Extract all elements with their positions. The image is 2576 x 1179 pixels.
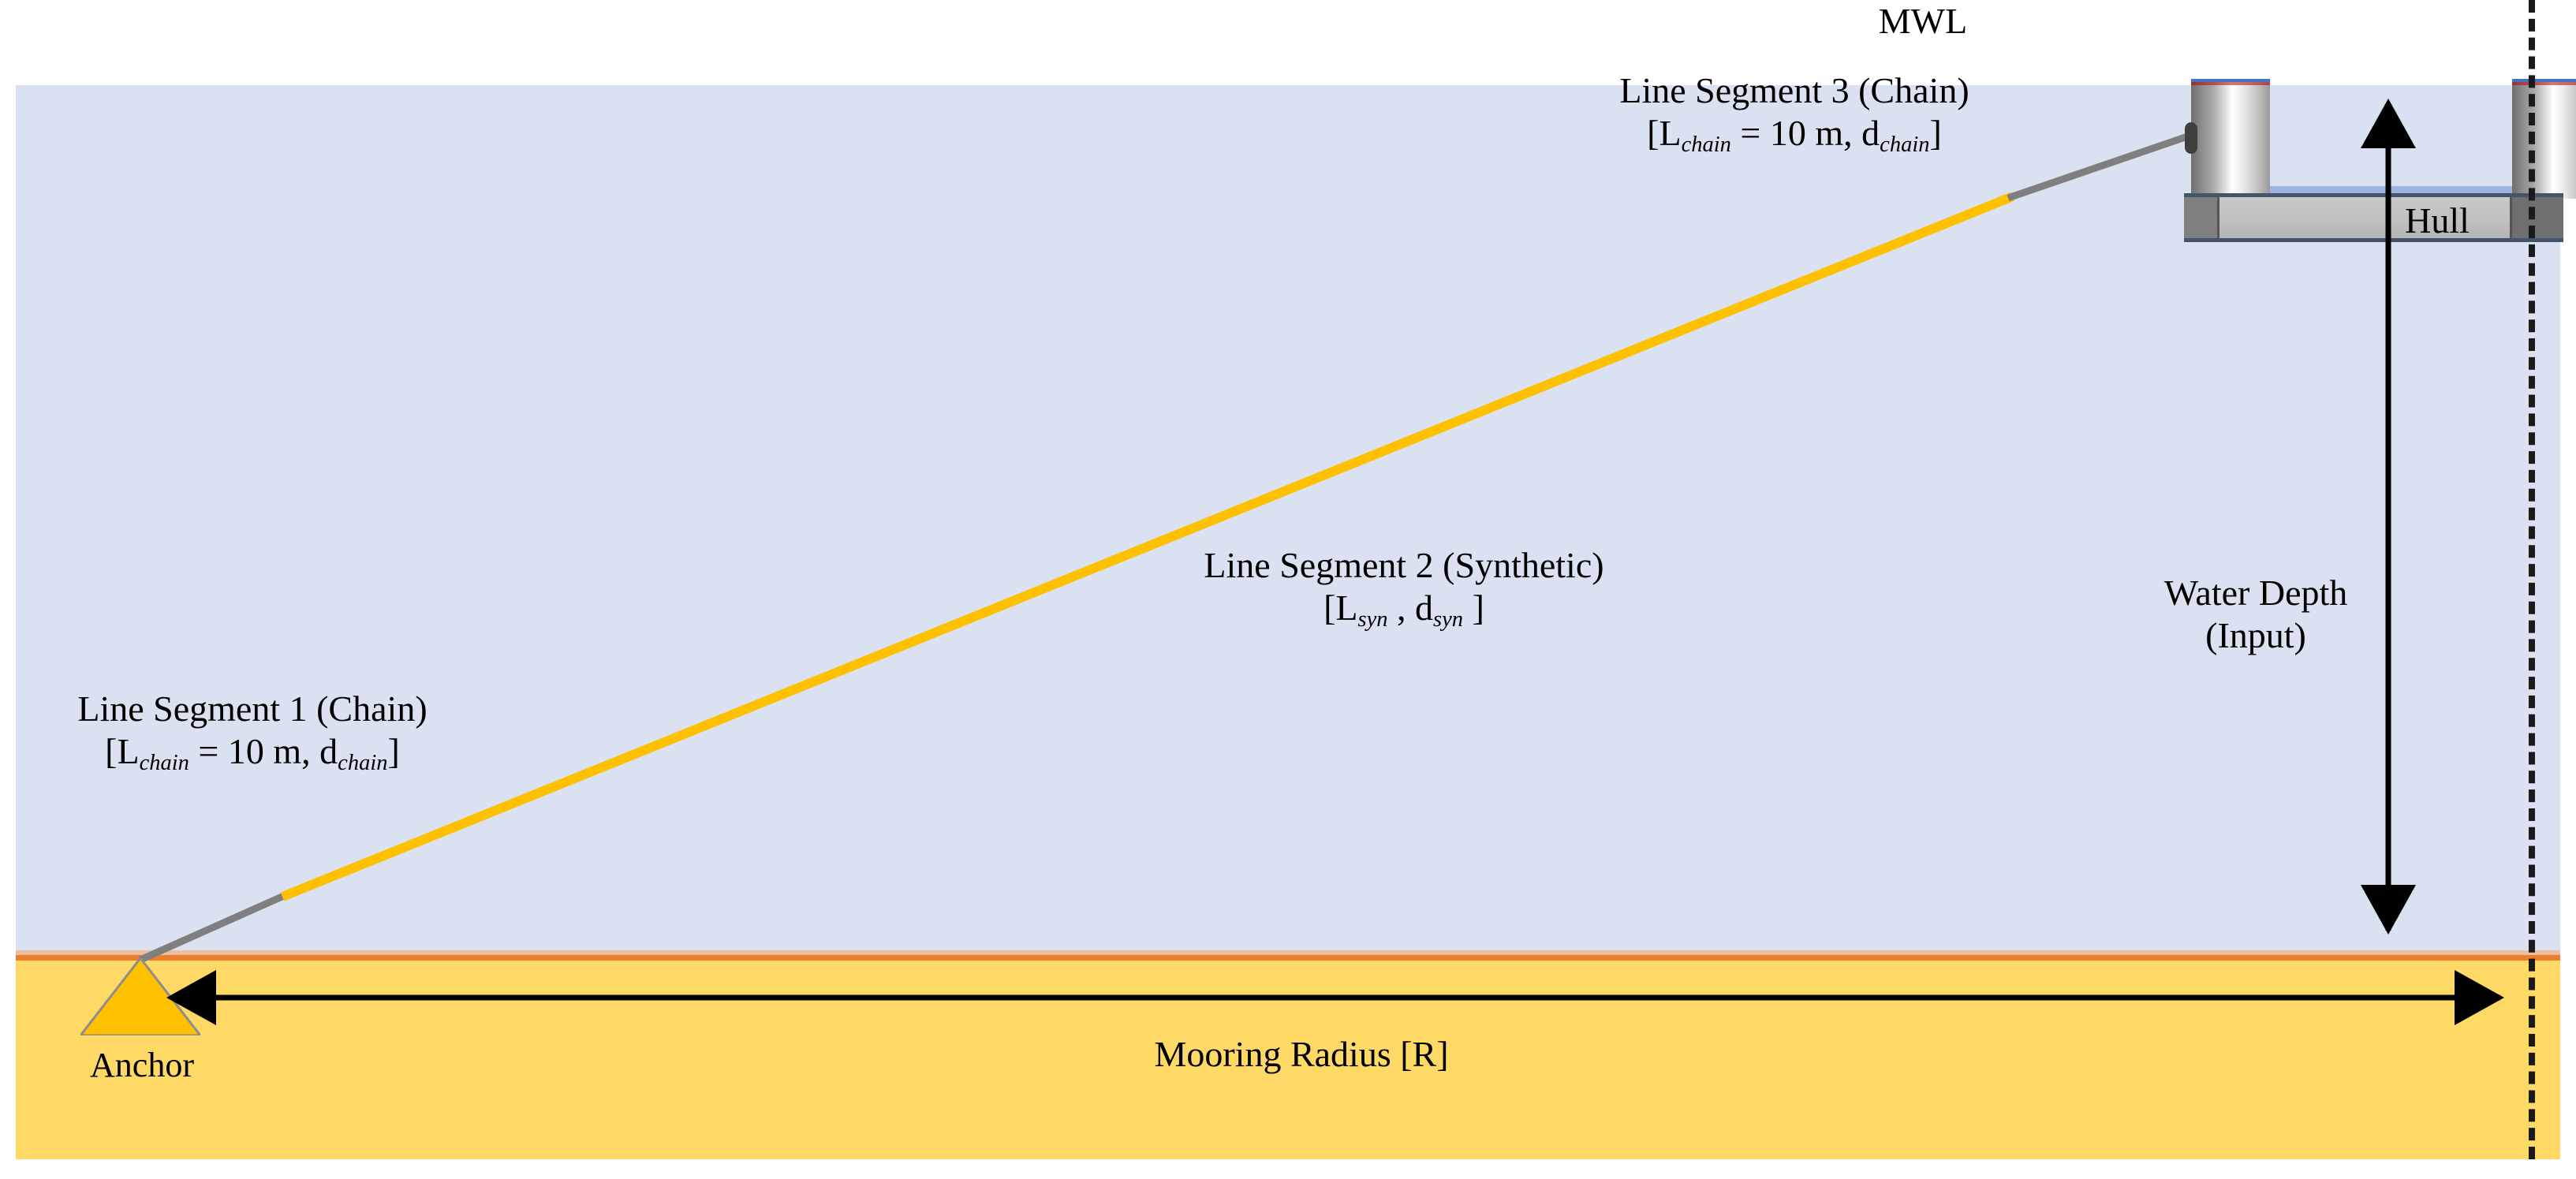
mooring-radius-label: Mooring Radius [R] (1154, 1034, 1449, 1074)
line-segment-2-params: [Lsyn , dsyn ] (1323, 588, 1484, 632)
hull-endcap-left (2184, 193, 2217, 242)
line-segment-1-params: [Lchain = 10 m, dchain] (105, 731, 400, 776)
seabed-block (16, 961, 2560, 1159)
hull-label: Hull (2405, 200, 2470, 241)
platform-column-left (2191, 79, 2270, 199)
anchor-triangle (80, 958, 200, 1035)
platform-column-right (2512, 79, 2576, 199)
mwl-label: MWL (1878, 1, 1968, 41)
water-depth-label: Water Depth (Input) (2122, 572, 2390, 658)
water-column (16, 85, 2560, 961)
water-depth-title: Water Depth (2163, 573, 2348, 613)
inner-waterplane (2270, 186, 2512, 193)
seabed-line (16, 955, 2560, 963)
hull-seam-left (2217, 193, 2219, 242)
fairlead-connector (2185, 122, 2197, 154)
line-segment-3-label: Line Segment 3 (Chain) [Lchain = 10 m, d… (1574, 69, 2015, 158)
line-segment-2-title: Line Segment 2 (Synthetic) (1204, 545, 1604, 585)
vessel-centerline-dashed (2529, 0, 2535, 1159)
line-segment-3-params: [Lchain = 10 m, dchain] (1647, 113, 1942, 158)
hull-endcap-right (2512, 193, 2563, 242)
column-left-cap (2191, 82, 2270, 85)
line-segment-1-label: Line Segment 1 (Chain) [Lchain = 10 m, d… (16, 688, 489, 776)
water-depth-subtitle: (Input) (2205, 615, 2306, 656)
hull-body (2184, 193, 2563, 242)
line-segment-1-title: Line Segment 1 (Chain) (77, 688, 427, 729)
seabed-line-soft-edge (16, 950, 2560, 956)
line-segment-2-label: Line Segment 2 (Synthetic) [Lsyn , dsyn … (1144, 544, 1664, 632)
anchor-label: Anchor (90, 1046, 194, 1084)
hull-seam-right (2510, 193, 2512, 242)
line-segment-3-title: Line Segment 3 (Chain) (1619, 70, 1969, 110)
column-right-cap (2512, 82, 2576, 85)
